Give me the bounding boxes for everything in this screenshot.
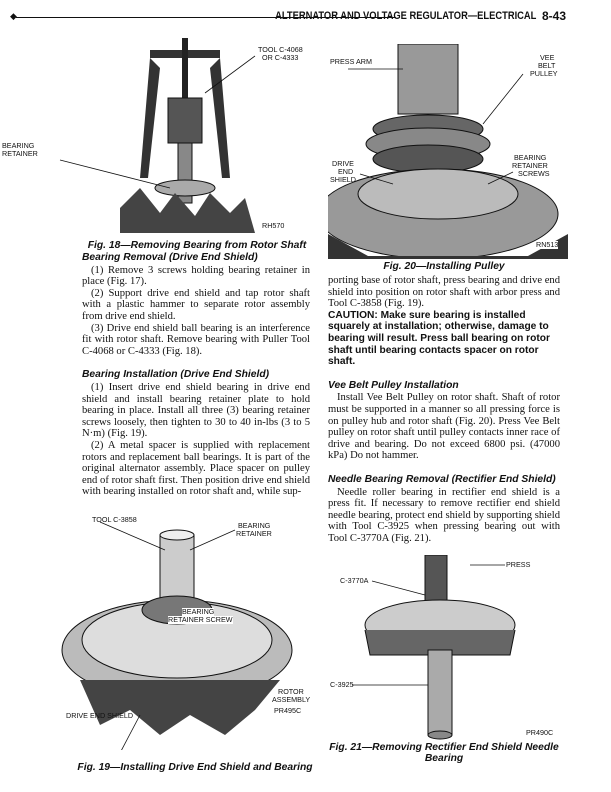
heading-bearing-installation: Bearing Installation (Drive End Shield) bbox=[82, 369, 270, 381]
figure-18: TOOL C-4068 OR C-4333 BEARING RETAINER R… bbox=[0, 38, 310, 238]
paragraph: (2) A metal spacer is supplied with repl… bbox=[82, 439, 310, 498]
heading-bearing-removal: Bearing Removal (Drive End Shield) bbox=[82, 252, 258, 263]
label-press: PRESS bbox=[506, 560, 531, 569]
figure-code: PR495C bbox=[274, 706, 302, 715]
paragraph: (1) Insert drive end shield bearing in d… bbox=[82, 381, 310, 440]
figure-code: PR490C bbox=[526, 728, 554, 737]
label-retainer: RETAINER bbox=[236, 529, 272, 538]
paragraph: (1) Remove 3 screws holding bearing reta… bbox=[82, 264, 310, 288]
heading-vee-belt-pulley: Vee Belt Pulley Installation bbox=[328, 379, 459, 391]
label-assembly: ASSEMBLY bbox=[272, 695, 311, 704]
label-press-arm: PRESS ARM bbox=[330, 57, 372, 66]
label-drive: DRIVE bbox=[332, 159, 354, 168]
caution-note: CAUTION: Make sure bearing is installed … bbox=[328, 309, 550, 368]
label-bearing: BEARING bbox=[514, 153, 547, 162]
pulley-installation-illustration bbox=[328, 44, 568, 259]
label-c3925: C-3925 bbox=[330, 680, 354, 689]
fig19-caption: Fig. 19—Installing Drive End Shield and … bbox=[77, 762, 313, 773]
header-title: ALTERNATOR AND VOLTAGE REGULATOR—ELECTRI… bbox=[274, 10, 536, 22]
figure-21: PRESS C-3770A C-3925 PR490C bbox=[330, 555, 570, 740]
label-bearing-screw: BEARING bbox=[182, 607, 215, 616]
bearing-puller-illustration bbox=[59, 38, 256, 233]
paragraph: (2) Support drive end shield and tap rot… bbox=[82, 287, 310, 322]
figure-20: PRESS ARM VEE BELT PULLEY DRIVE END SHIE… bbox=[328, 44, 568, 259]
label-drive-end-shield: DRIVE END SHIELD bbox=[66, 711, 134, 720]
label-belt: BELT bbox=[538, 61, 556, 70]
label-rotor: ROTOR bbox=[278, 687, 304, 696]
figure-19: TOOL C-3858 BEARING RETAINER BEARING RET… bbox=[60, 510, 320, 750]
label-retainer: RETAINER bbox=[512, 161, 548, 170]
page-number: 8-43 bbox=[541, 9, 566, 23]
label-tool: TOOL C-3858 bbox=[92, 515, 137, 524]
fig21-caption: Fig. 21—Removing Rectifier End Shield Ne… bbox=[328, 742, 560, 764]
label-retainer-screw: RETAINER SCREW bbox=[168, 615, 233, 624]
paragraph: Install Vee Belt Pulley on rotor shaft. … bbox=[328, 392, 560, 462]
paragraph: (3) Drive end shield ball bearing is an … bbox=[82, 322, 310, 357]
label-shield: SHIELD bbox=[330, 175, 356, 184]
paragraph: Needle roller bearing in rectifier end s… bbox=[328, 486, 560, 544]
label-pulley: PULLEY bbox=[530, 69, 558, 78]
figure-code: RH570 bbox=[262, 221, 285, 230]
needle-bearing-removal-illustration bbox=[352, 555, 516, 740]
heading-needle-bearing-removal: Needle Bearing Removal (Rectifier End Sh… bbox=[328, 473, 556, 485]
figure-code: RN513 bbox=[536, 240, 559, 249]
diamond-icon: ◆ bbox=[10, 12, 17, 22]
label-end: END bbox=[338, 167, 354, 176]
header-rule bbox=[16, 17, 396, 18]
label-screws: SCREWS bbox=[518, 169, 550, 178]
label-c3770a: C-3770A bbox=[340, 576, 369, 585]
right-column: porting base of rotor shaft, press beari… bbox=[328, 275, 560, 544]
label-bearing: BEARING bbox=[238, 521, 271, 530]
label-tool-alt: OR C-4333 bbox=[262, 53, 299, 62]
fig20-caption: Fig. 20—Installing Pulley bbox=[383, 261, 505, 272]
label-vee: VEE bbox=[540, 53, 555, 62]
label-retainer: RETAINER bbox=[2, 149, 38, 158]
page-header: ◆ ALTERNATOR AND VOLTAGE REGULATOR—ELECT… bbox=[10, 8, 566, 24]
drive-end-shield-illustration bbox=[61, 521, 293, 750]
left-column: Bearing Removal (Drive End Shield) (1) R… bbox=[82, 252, 310, 498]
label-bearing: BEARING bbox=[2, 141, 35, 150]
fig18-caption: Fig. 18—Removing Bearing from Rotor Shaf… bbox=[87, 240, 307, 251]
fig21-caption-line2: Bearing bbox=[424, 753, 464, 764]
fig21-caption-line1: Fig. 21—Removing Rectifier End Shield Ne… bbox=[329, 742, 559, 753]
label-tool: TOOL C-4068 bbox=[258, 45, 303, 54]
paragraph: porting base of rotor shaft, press beari… bbox=[328, 275, 560, 310]
